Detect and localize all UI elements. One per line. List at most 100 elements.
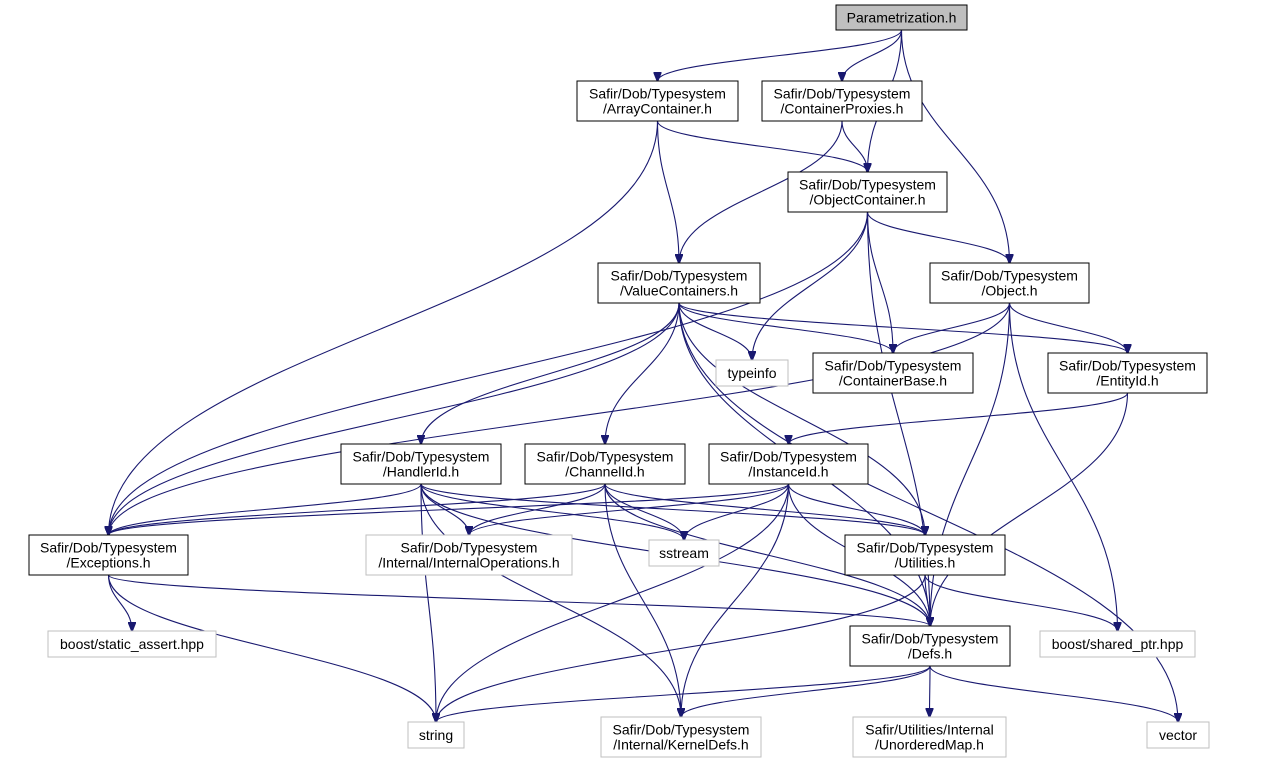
node-kdefs: Safir/Dob/Typesystem/Internal/KernelDefs…: [600, 716, 762, 758]
node-kdefs-label-0: Safir/Dob/Typesystem: [613, 722, 750, 738]
edge-instance-to-kdefs: [681, 483, 790, 717]
node-vector-label-0: vector: [1159, 727, 1197, 743]
edges-layer: [107, 29, 1179, 722]
node-handler-box: [340, 443, 502, 485]
node-objc-box: [787, 171, 948, 213]
node-entity-label-0: Safir/Dob/Typesystem: [1059, 358, 1196, 374]
node-umap: Safir/Utilities/Internal/UnorderedMap.h: [852, 716, 1007, 758]
edge-valc-to-util: [678, 302, 925, 535]
edge-param-to-cprox: [842, 29, 903, 81]
node-channel[interactable]: Safir/Dob/Typesystem/ChannelId.h: [524, 443, 686, 485]
node-obj[interactable]: Safir/Dob/Typesystem/Object.h: [929, 262, 1090, 304]
node-umap-box: [852, 716, 1007, 758]
node-cbase[interactable]: Safir/Dob/Typesystem/ContainerBase.h: [812, 352, 974, 394]
node-umap-label-1: /UnorderedMap.h: [875, 737, 984, 753]
node-exc-box: [28, 534, 189, 576]
node-handler-label-1: /HandlerId.h: [383, 464, 459, 480]
node-valc[interactable]: Safir/Dob/Typesystem/ValueContainers.h: [597, 262, 761, 304]
node-valc-label-0: Safir/Dob/Typesystem: [611, 268, 748, 284]
node-intops-label-1: /Internal/InternalOperations.h: [378, 555, 559, 571]
edge-defs-to-vector: [929, 665, 1178, 722]
node-sstream-label-0: sstream: [659, 545, 709, 561]
edge-channel-to-defs: [604, 483, 930, 626]
node-instance-label-0: Safir/Dob/Typesystem: [720, 449, 857, 465]
edge-cprox-to-valc: [679, 120, 843, 263]
node-objc-label-0: Safir/Dob/Typesystem: [799, 177, 936, 193]
node-instance[interactable]: Safir/Dob/Typesystem/InstanceId.h: [708, 443, 869, 485]
edge-objc-to-cbase: [866, 211, 894, 353]
node-entity[interactable]: Safir/Dob/Typesystem/EntityId.h: [1047, 352, 1208, 394]
node-string: string: [407, 721, 465, 749]
node-channel-label-1: /ChannelId.h: [565, 464, 644, 480]
edge-valc-to-entity: [678, 302, 1128, 353]
node-sassert-box: [47, 630, 217, 658]
node-arr-label-1: /ArrayContainer.h: [603, 101, 712, 117]
edge-handler-to-exc: [109, 483, 422, 535]
edge-param-to-obj: [900, 29, 1010, 263]
edge-handler-to-util: [420, 483, 925, 535]
node-cbase-label-1: /ContainerBase.h: [839, 373, 947, 389]
node-instance-label-1: /InstanceId.h: [748, 464, 828, 480]
edge-valc-to-channel: [605, 302, 680, 444]
node-typeinfo-label-0: typeinfo: [727, 365, 776, 381]
node-arr-box: [576, 80, 739, 122]
node-param-box: [835, 4, 968, 31]
edge-valc-to-handler: [421, 302, 680, 444]
node-handler[interactable]: Safir/Dob/Typesystem/HandlerId.h: [340, 443, 502, 485]
node-handler-label-0: Safir/Dob/Typesystem: [353, 449, 490, 465]
edge-obj-to-entity: [1008, 302, 1128, 353]
edge-util-to-defs: [924, 574, 930, 626]
edge-channel-to-exc: [109, 483, 606, 535]
edge-defs-to-umap: [930, 665, 931, 717]
node-umap-label-0: Safir/Utilities/Internal: [865, 722, 993, 738]
node-intops-label-0: Safir/Dob/Typesystem: [401, 540, 538, 556]
node-exc[interactable]: Safir/Dob/Typesystem/Exceptions.h: [28, 534, 189, 576]
node-cprox-label-0: Safir/Dob/Typesystem: [774, 86, 911, 102]
node-param[interactable]: Parametrization.h: [835, 4, 968, 31]
node-cbase-box: [812, 352, 974, 394]
node-defs-box: [849, 625, 1011, 667]
node-sassert: boost/static_assert.hpp: [47, 630, 217, 658]
node-kdefs-label-1: /Internal/KernelDefs.h: [613, 737, 748, 753]
edge-param-to-arr: [658, 29, 903, 81]
node-cbase-label-0: Safir/Dob/Typesystem: [825, 358, 962, 374]
nodes-layer: Parametrization.hSafir/Dob/Typesystem/Ar…: [28, 4, 1210, 758]
node-vector-box: [1146, 721, 1210, 749]
node-kdefs-box: [600, 716, 762, 758]
node-string-box: [407, 721, 465, 749]
node-vector: vector: [1146, 721, 1210, 749]
node-obj-label-0: Safir/Dob/Typesystem: [941, 268, 1078, 284]
edge-obj-to-shptr: [1008, 302, 1118, 631]
node-valc-box: [597, 262, 761, 304]
node-exc-label-0: Safir/Dob/Typesystem: [40, 540, 177, 556]
node-defs-label-1: /Defs.h: [908, 646, 952, 662]
node-defs-label-0: Safir/Dob/Typesystem: [862, 631, 999, 647]
node-valc-label-1: /ValueContainers.h: [620, 283, 738, 299]
edge-exc-to-defs: [107, 574, 931, 626]
edge-obj-to-defs: [930, 302, 1011, 626]
node-shptr-label-0: boost/shared_ptr.hpp: [1052, 636, 1184, 652]
node-cprox[interactable]: Safir/Dob/Typesystem/ContainerProxies.h: [761, 80, 923, 122]
edge-obj-to-exc: [109, 302, 1011, 535]
node-entity-label-1: /EntityId.h: [1096, 373, 1158, 389]
node-util[interactable]: Safir/Dob/Typesystem/Utilities.h: [844, 534, 1006, 576]
edge-exc-to-string: [107, 574, 437, 722]
edge-valc-to-exc: [109, 302, 680, 535]
node-obj-label-1: /Object.h: [981, 283, 1037, 299]
edge-arr-to-objc: [656, 120, 868, 172]
node-arr-label-0: Safir/Dob/Typesystem: [589, 86, 726, 102]
edge-objc-to-exc: [109, 211, 869, 535]
node-objc[interactable]: Safir/Dob/Typesystem/ObjectContainer.h: [787, 171, 948, 213]
node-util-box: [844, 534, 1006, 576]
node-defs[interactable]: Safir/Dob/Typesystem/Defs.h: [849, 625, 1011, 667]
edge-handler-to-kdefs: [420, 483, 681, 717]
edge-instance-to-exc: [109, 483, 790, 535]
edge-util-to-shptr: [924, 574, 1118, 631]
edge-entity-to-defs: [930, 392, 1129, 626]
node-arr[interactable]: Safir/Dob/Typesystem/ArrayContainer.h: [576, 80, 739, 122]
node-util-label-0: Safir/Dob/Typesystem: [857, 540, 994, 556]
node-typeinfo: typeinfo: [715, 359, 789, 387]
edge-valc-to-cbase: [678, 302, 893, 353]
node-cprox-box: [761, 80, 923, 122]
edge-instance-to-sstream: [684, 483, 790, 540]
